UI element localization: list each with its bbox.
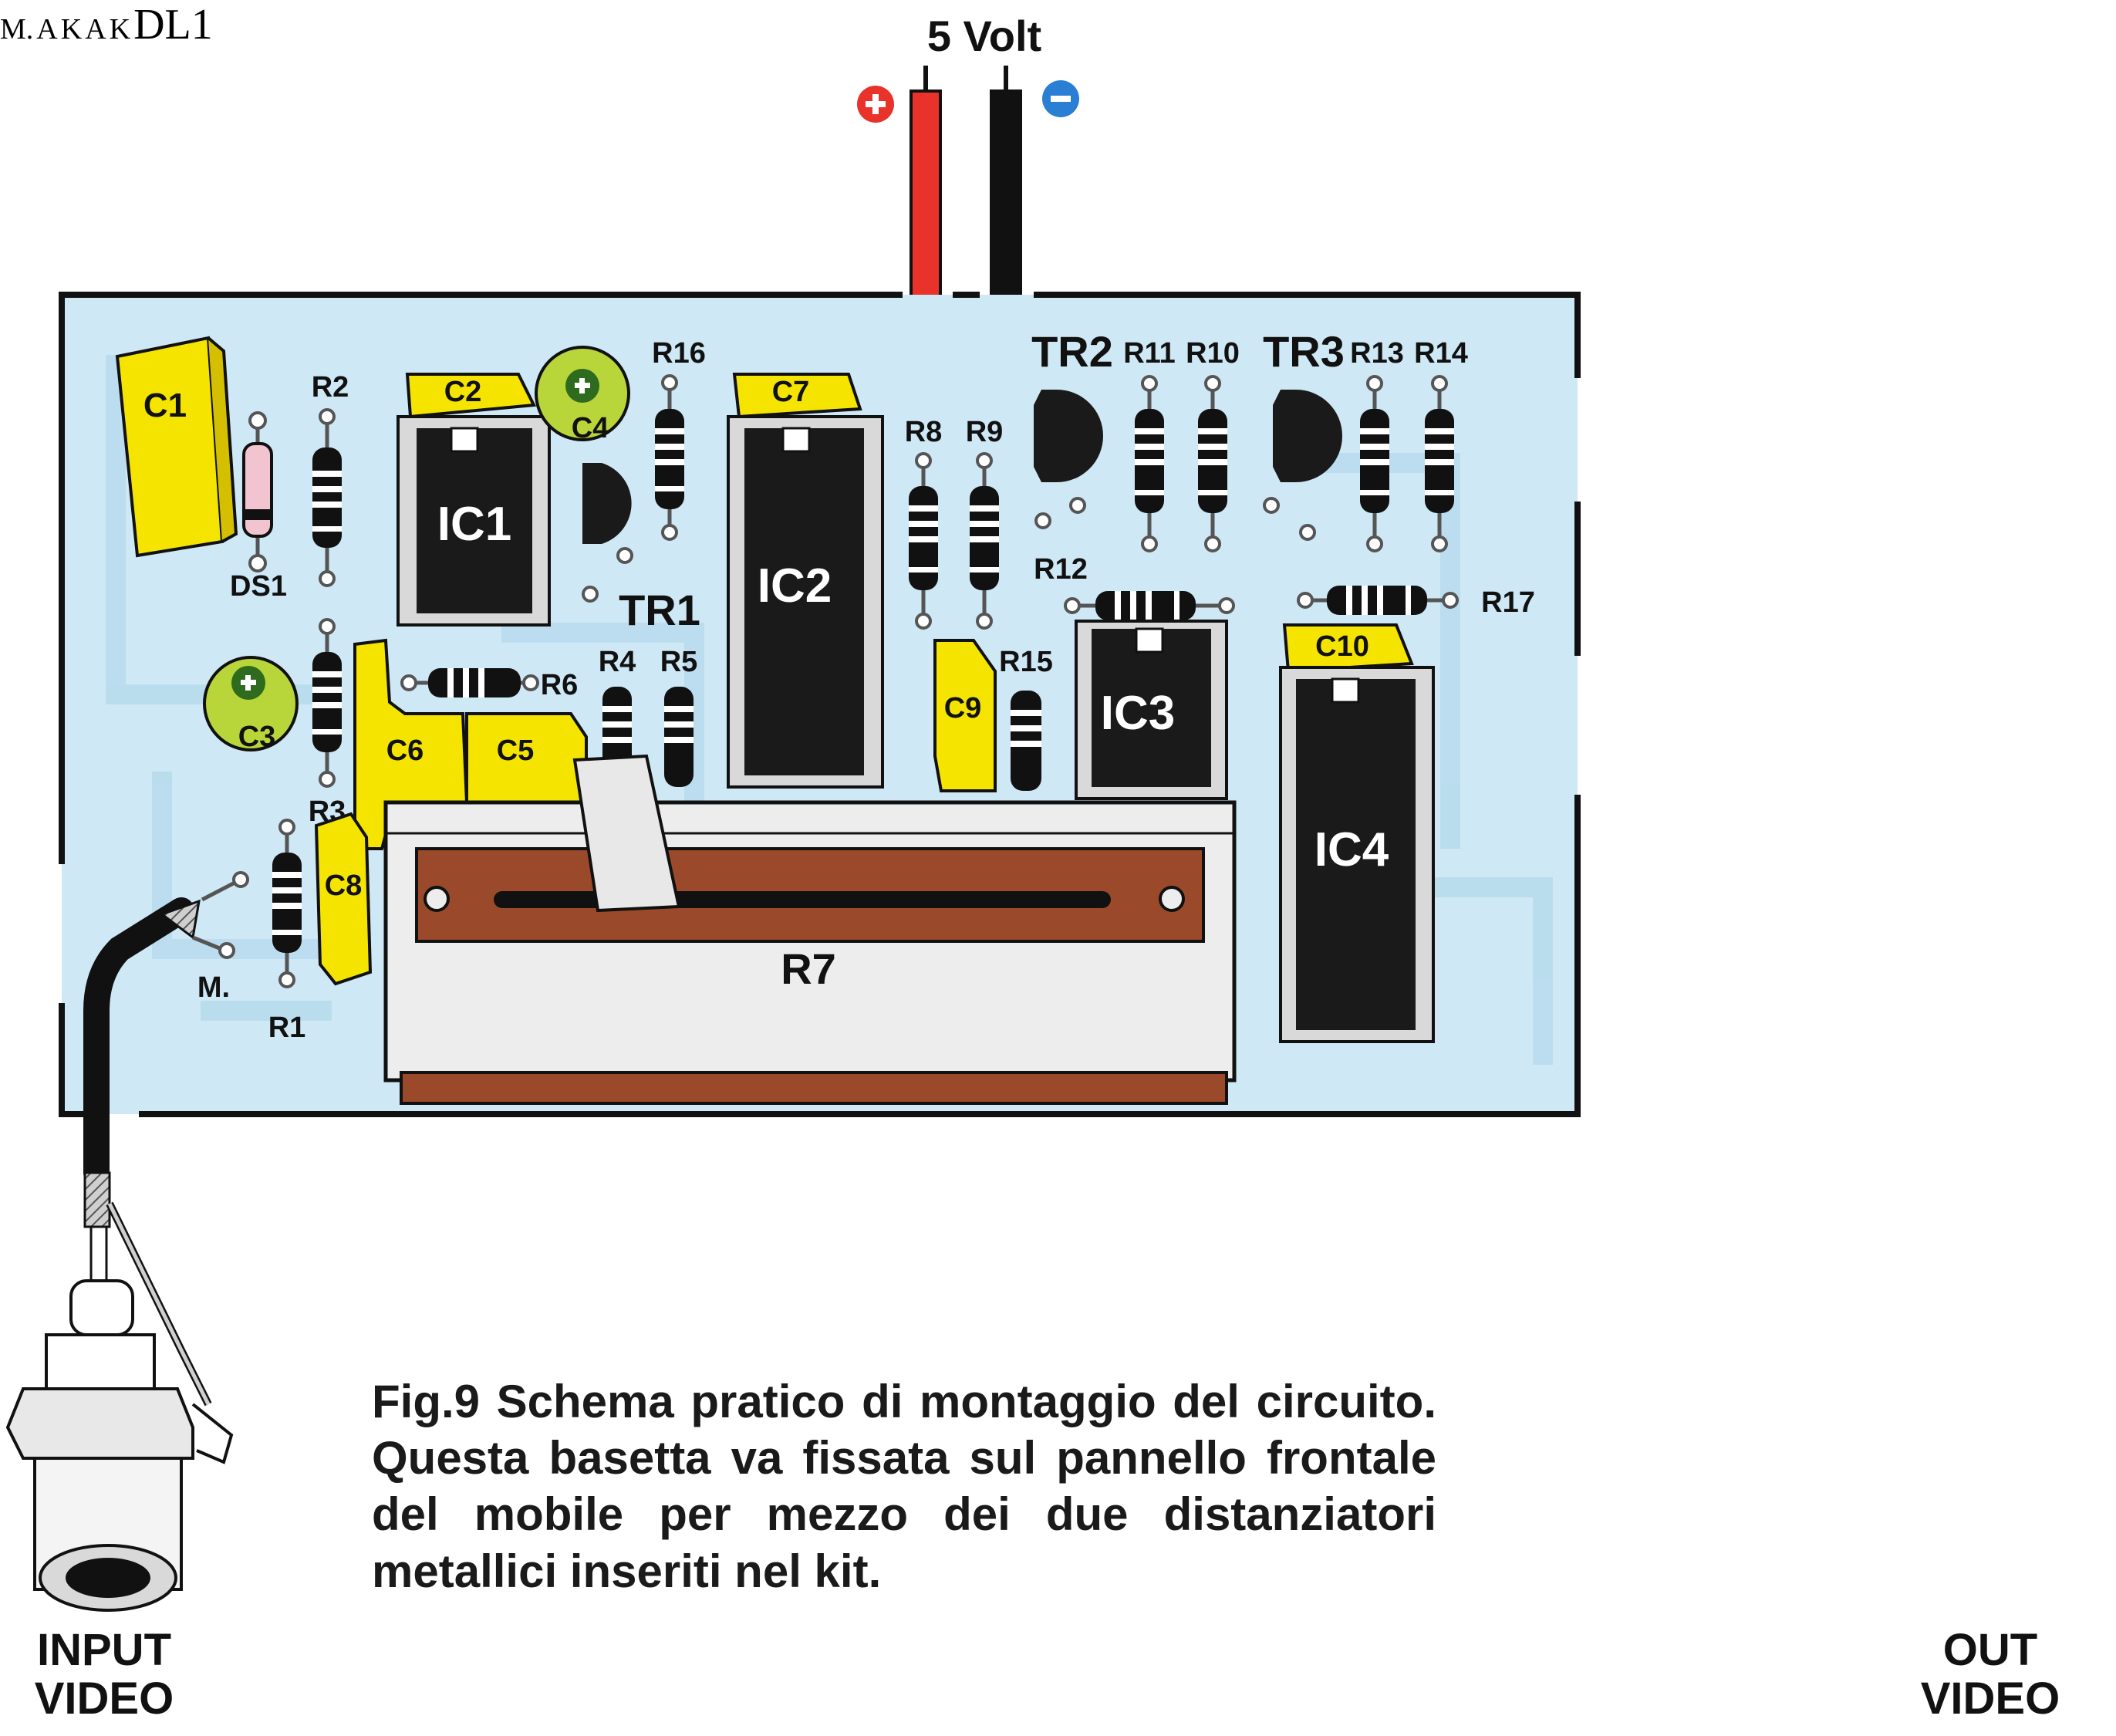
label-c4: C4 (572, 412, 609, 444)
label-tr1: TR1 (619, 586, 700, 634)
supply-voltage-label: 5 Volt (927, 12, 1041, 60)
resistor-r9: R9 (966, 416, 1004, 630)
label-r6: R6 (541, 669, 579, 701)
label-led-a: A (85, 13, 106, 46)
minus-symbol-icon (1042, 80, 1079, 117)
label-r15: R15 (999, 646, 1053, 678)
label-c7: C7 (772, 376, 810, 408)
label-r16: R16 (652, 337, 706, 370)
label-ic2: IC2 (758, 559, 832, 613)
label-ic4: IC4 (1314, 823, 1389, 876)
resistor-r13: R13 (1350, 337, 1404, 552)
resistor-r16: R16 (652, 337, 706, 541)
label-c5: C5 (497, 735, 535, 767)
diode-ds1: DS1 (230, 411, 287, 603)
label-ic1: IC1 (437, 498, 511, 551)
capacitor-c2: C2 (405, 373, 537, 419)
label-r9: R9 (966, 416, 1004, 448)
resistor-r2: R2 (312, 371, 349, 587)
label-c3: C3 (238, 721, 276, 753)
resistor-r1: R1 (268, 819, 306, 1044)
label-c6: C6 (386, 735, 424, 767)
label-led-k: K (109, 13, 131, 46)
label-r1: R1 (268, 1012, 306, 1044)
led-dl1-icon: A K (85, 13, 133, 46)
output-cable: M. (0, 13, 36, 46)
label-tr3: TR3 (1263, 327, 1345, 376)
label-m-right: M. (0, 13, 34, 46)
label-r4: R4 (599, 646, 636, 678)
transistor-tr2: TR2 (1031, 327, 1113, 529)
input-cable: M. (83, 871, 249, 1407)
label-a-board: A (36, 13, 58, 46)
label-r7: R7 (781, 944, 836, 993)
label-m-left: M. (197, 971, 230, 1004)
label-ds1: DS1 (230, 570, 287, 603)
capacitor-c4: C4 (535, 346, 630, 444)
input-rca-jack-icon (5, 1279, 234, 1612)
label-c10: C10 (1315, 630, 1369, 663)
capacitor-c3: C3 (203, 656, 299, 753)
resistor-r17: R17 (1297, 586, 1535, 619)
transistor-tr3: TR3 (1263, 327, 1345, 541)
led-wires: A K (36, 13, 85, 46)
label-r8: R8 (905, 416, 943, 448)
resistor-r10: R10 (1186, 337, 1240, 552)
label-r10: R10 (1186, 337, 1240, 370)
capacitor-c9: C9 (933, 639, 997, 792)
label-r2: R2 (312, 371, 349, 404)
plus-symbol-icon (857, 86, 894, 123)
label-r14: R14 (1414, 337, 1468, 370)
capacitor-c6: C6 (353, 638, 469, 850)
resistor-r14: R14 (1414, 337, 1468, 552)
resistor-r8: R8 (905, 416, 943, 630)
resistor-r12: R12 (1034, 553, 1235, 620)
led-dl1-label: DL1 (133, 1, 213, 49)
ic1-chip: IC1 (397, 415, 551, 627)
label-c2: C2 (444, 376, 482, 408)
output-video-label: OUT VIDEO (1920, 1625, 2060, 1724)
label-tr2: TR2 (1031, 327, 1113, 376)
ic4-chip: IC4 (1279, 666, 1435, 1043)
figure-caption: Fig.9 Schema pratico di montaggio del ci… (372, 1376, 1436, 1597)
capacitor-c5: C5 (465, 712, 588, 804)
ic3-chip: IC3 (1075, 620, 1228, 800)
resistor-r11: R11 (1123, 337, 1176, 552)
label-r11: R11 (1123, 337, 1176, 370)
capacitor-c1: C1 (115, 336, 238, 558)
label-r17: R17 (1481, 586, 1535, 619)
capacitor-c10: C10 (1282, 623, 1414, 674)
capacitor-c8: C8 (314, 812, 373, 986)
label-r5: R5 (660, 646, 698, 678)
resistor-r6: R6 (400, 668, 579, 701)
resistor-r5: R5 (660, 646, 698, 787)
label-r13: R13 (1350, 337, 1404, 370)
label-c1: C1 (143, 387, 187, 424)
label-c9: C9 (944, 692, 982, 724)
ic2-chip: IC2 (727, 415, 884, 789)
transistor-tr1: TR1 (582, 463, 700, 634)
label-r12: R12 (1034, 553, 1088, 586)
label-k-board: K (60, 13, 83, 46)
label-ic3: IC3 (1101, 687, 1175, 740)
slide-pot-r7: R7 (383, 754, 1237, 1105)
input-video-label: INPUT VIDEO (34, 1625, 174, 1724)
resistor-r15: R15 (999, 646, 1053, 791)
capacitor-c7: C7 (732, 373, 862, 419)
label-c8: C8 (325, 870, 363, 902)
